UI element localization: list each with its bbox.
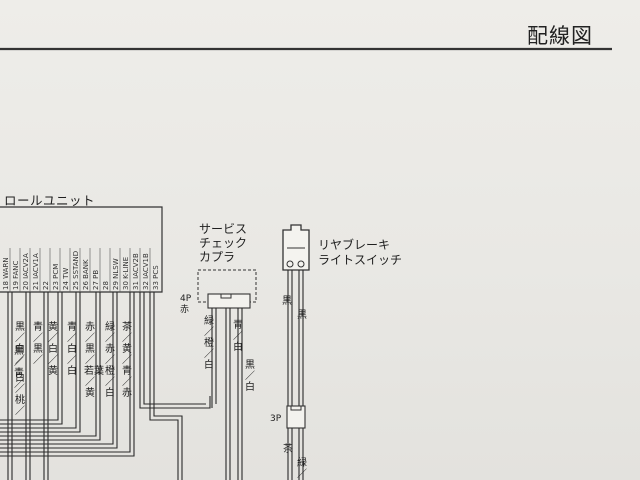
pin-label-18: 18 WARN — [2, 257, 10, 290]
pin-label-25: 25 SSTAND — [72, 250, 80, 290]
pin-label-19: 19 FANC — [12, 260, 20, 290]
pin-label-20: 20 IACV2A — [22, 253, 30, 290]
connector-3p-label: 3P — [270, 414, 282, 424]
rear-switch-wires — [287, 270, 304, 480]
service-wire-mid: 青 ／ 白 — [233, 320, 243, 353]
pin-label-26: 26 BANK — [82, 259, 90, 290]
wire-label-6: 青 ／ 白 ／ 白 — [67, 322, 77, 377]
connector-3p-wire-left: 茶 — [283, 444, 293, 455]
pin-label-33: 33 PCS — [152, 265, 160, 290]
rear-switch-wire-right: 黒 — [297, 310, 307, 321]
pin-label-22: 22 — [42, 281, 50, 290]
pin-label-24: 24 TW — [62, 267, 70, 290]
wire-label-8: 緑 ／ 赤 ／ 橙 ／ 白 — [105, 322, 115, 399]
pin-dividers — [9, 248, 151, 292]
service-coupler-body — [207, 293, 251, 309]
wire-label-2: 黒 ／ 青 ／ — [14, 346, 24, 390]
pin-label-23: 23 PCM — [52, 263, 60, 290]
rear-switch-wire-left: 黒 — [282, 296, 292, 307]
control-unit-label: ロールユニット — [4, 193, 96, 208]
pin-label-28: 28 — [102, 281, 110, 290]
rear-brake-switch-label: リヤブレーキ ライトスイッチ — [318, 238, 403, 267]
wire-label-5: 黄 ／ 白 ／ 黄 — [48, 322, 58, 377]
pin-label-27: 27 PB — [92, 269, 100, 290]
pin-label-21: 21 IACV1A — [32, 253, 40, 290]
service-coupler-label: サービス チェック カプラ — [199, 222, 248, 264]
pin-label-29: 29 NLSW — [112, 258, 120, 290]
service-wire-right: 黒 ／ 白 — [245, 360, 255, 393]
ecu-wires — [0, 292, 211, 480]
pin-label-32: 32 IACV1B — [142, 253, 150, 290]
wire-label-1: 黒 ／ 白 ／ — [15, 322, 25, 366]
pin-label-31: 31 IACV2B — [132, 253, 140, 290]
service-coupler-wires — [211, 308, 243, 480]
wire-label-3: 白 ／ 桃 ／ — [15, 373, 25, 417]
service-coupler-pin-label: 4P 赤 — [180, 294, 192, 315]
service-wire-left: 緑 ／ 橙 ／ 白 — [204, 316, 214, 371]
connector-3p-wire-right: 緑 ／ — [297, 458, 307, 480]
page-title: 配線図 — [527, 24, 593, 48]
wire-label-9: 茶 ／ 黄 ／ 青 ／ 赤 — [122, 322, 132, 399]
wire-label-4: 青 ／ 黒 ／ — [33, 322, 43, 366]
pin-label-30: 30 K-LINE — [122, 256, 130, 290]
control-unit-box — [0, 206, 163, 293]
connector-3p-body — [286, 405, 306, 429]
wire-label-7: 赤 ／ 黒 ／ 若葉 ／ 黄 — [84, 322, 104, 399]
